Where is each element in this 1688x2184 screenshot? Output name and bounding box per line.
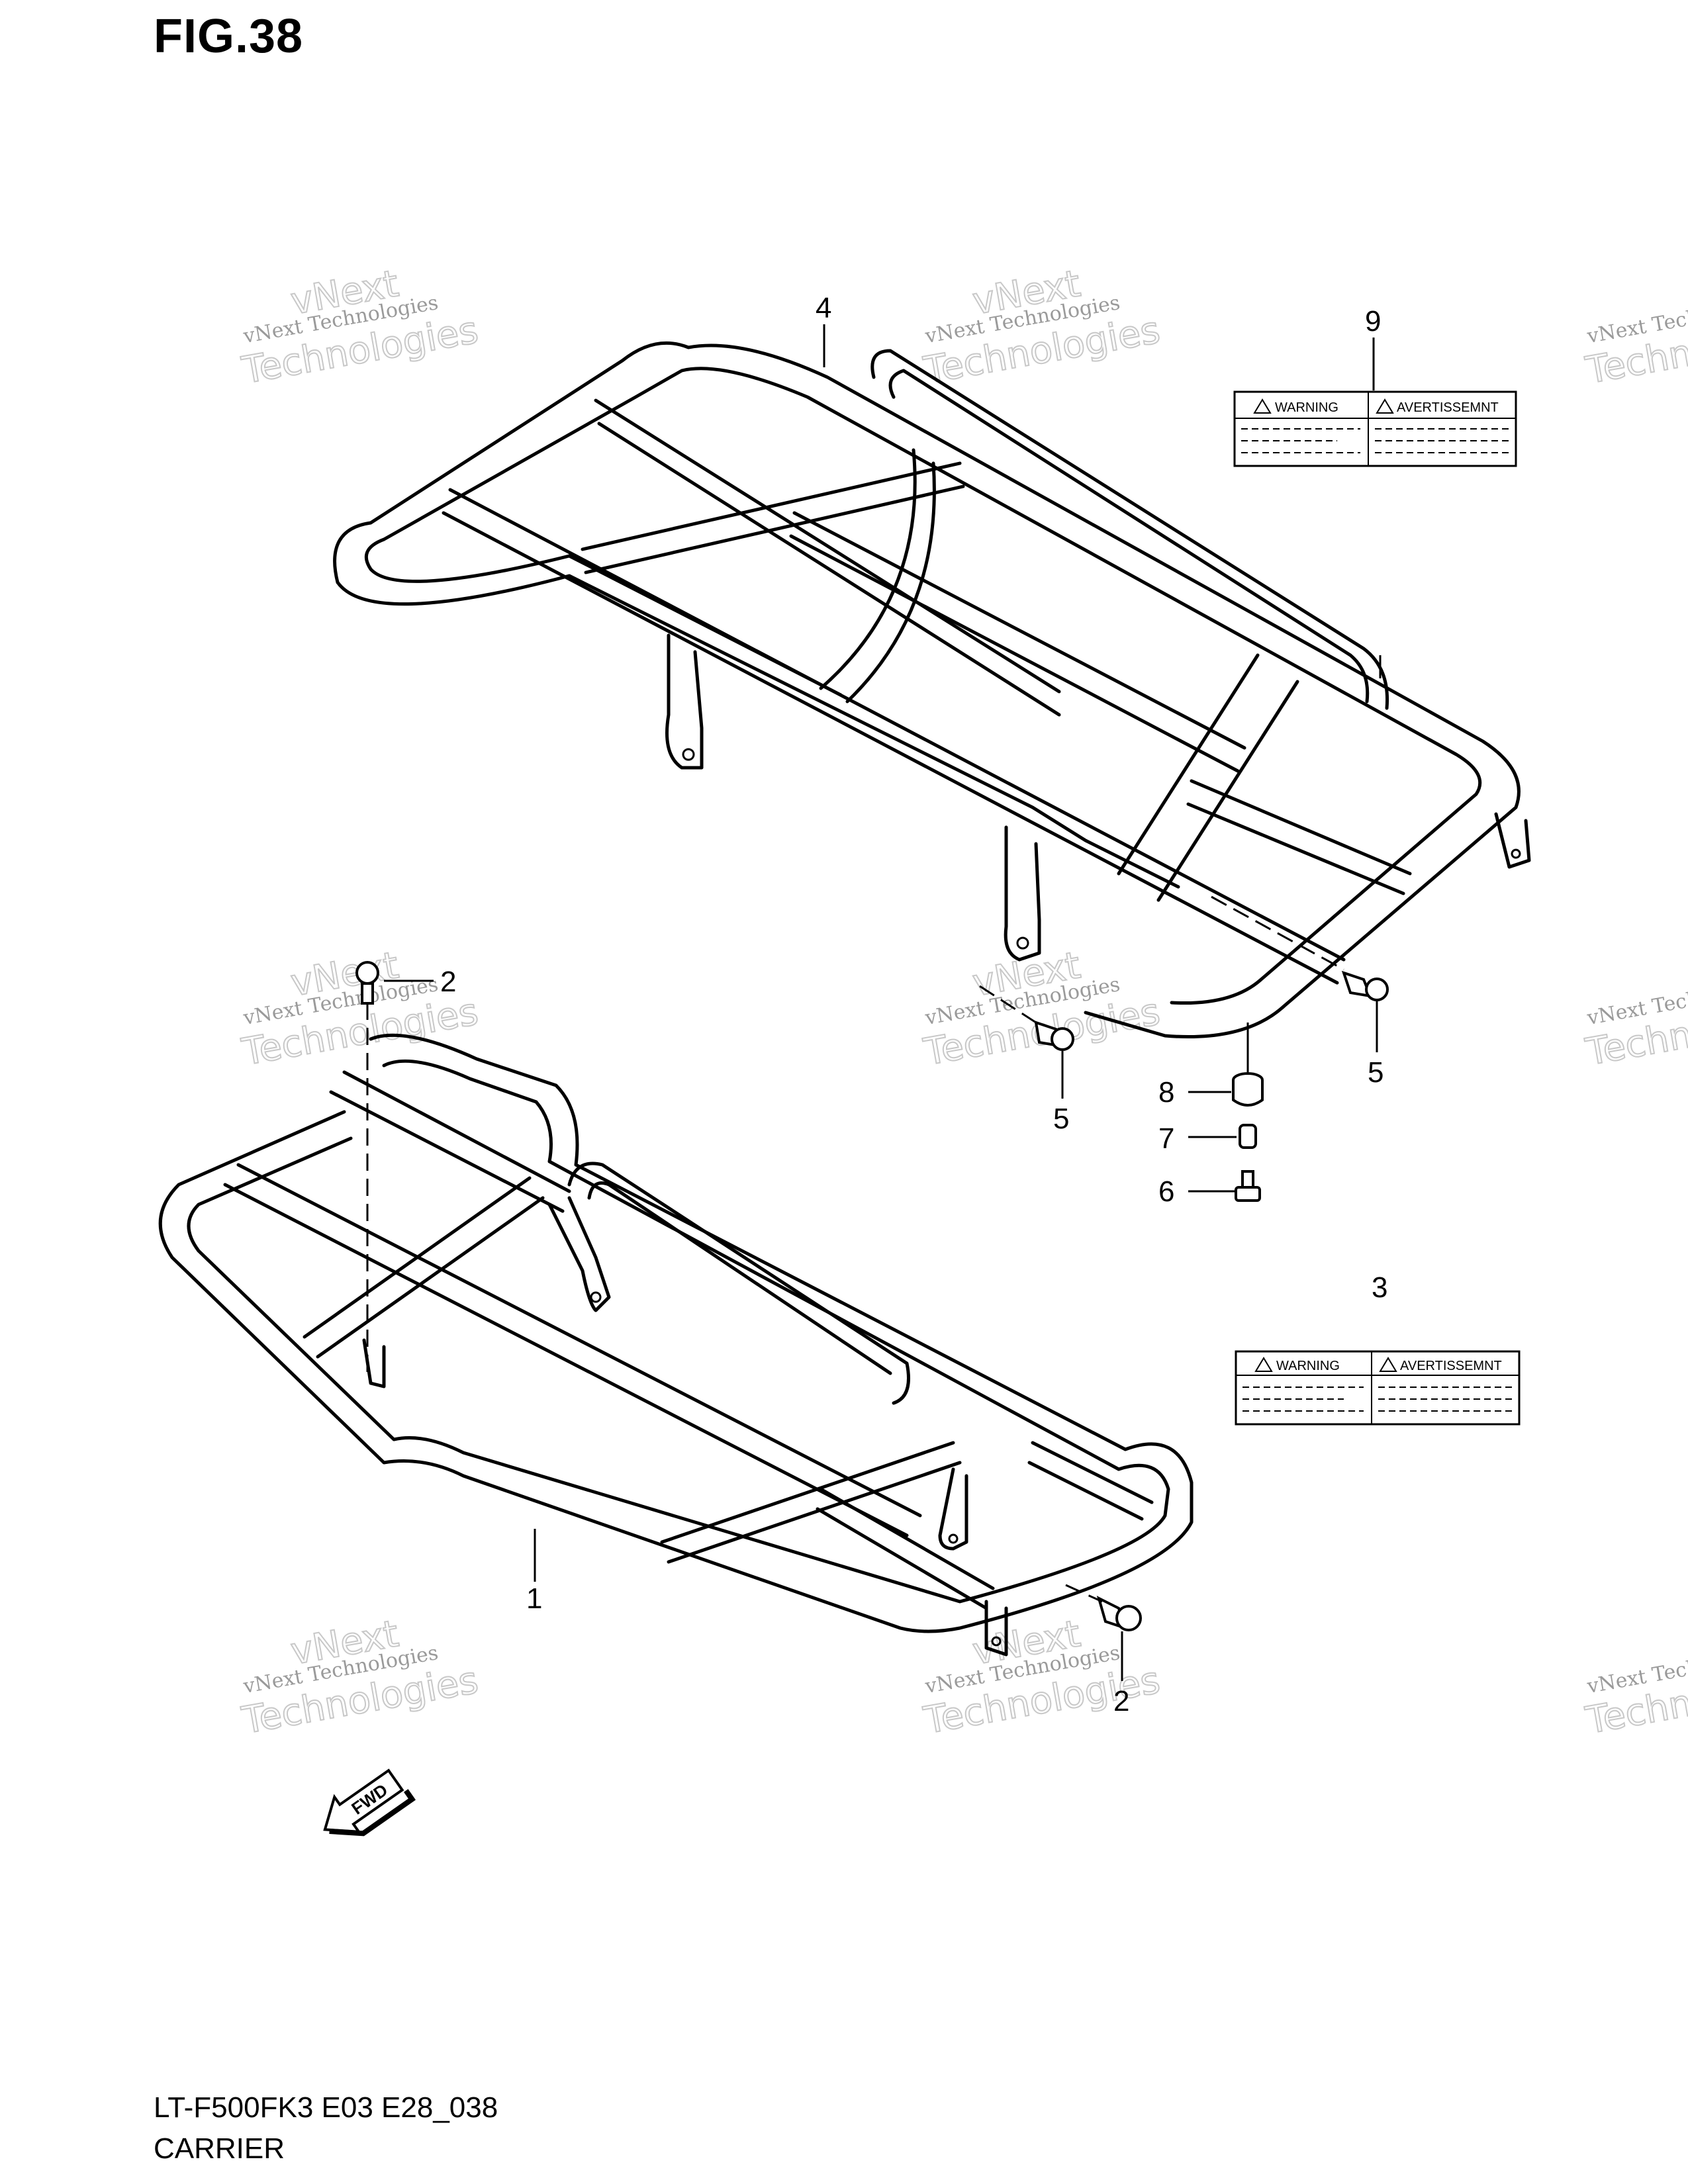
collar-part-7 — [1239, 1124, 1257, 1149]
front-carrier-crossbar — [1027, 1441, 1154, 1521]
rear-carrier-mount-bracket — [1004, 825, 1041, 962]
rear-carrier-crossbar — [789, 511, 1246, 773]
warning-label-part-9: WARNING AVERTISSEMNT — [1233, 390, 1517, 467]
front-carrier-mount-bracket — [547, 1196, 611, 1312]
figure-title: FIG.38 — [154, 10, 304, 63]
callouts: 4 9 3 2 5 5 8 7 6 1 2 — [440, 292, 1387, 1717]
front-carrier-mount-bracket — [984, 1600, 1008, 1657]
callout-2-lower: 2 — [1113, 1685, 1129, 1717]
watermark: Technologies vNext Technologies — [1582, 1641, 1688, 1743]
label-right-header: AVERTISSEMNT — [1400, 1359, 1502, 1373]
assembly-line — [979, 985, 1037, 1024]
front-carrier-crossbar — [223, 1163, 922, 1537]
front-carrier-inner-frame — [187, 1059, 1170, 1604]
front-carrier-side-rail — [567, 1161, 910, 1405]
label-border — [1235, 1350, 1521, 1426]
callout-2-upper: 2 — [440, 966, 456, 998]
bolt-part-2 — [1096, 1596, 1142, 1631]
rear-carrier-mount-bracket — [665, 633, 704, 770]
label-left-header: WARNING — [1275, 400, 1338, 415]
hardware — [355, 961, 1389, 1631]
watermark: Technologies vNext Technologies — [1582, 291, 1688, 393]
callout-9: 9 — [1365, 305, 1381, 338]
watermark: Technologies vNext Technologies vNext — [920, 261, 1164, 393]
grommet-body — [1232, 1080, 1264, 1107]
callout-3: 3 — [1372, 1271, 1387, 1304]
bolt-head — [1365, 978, 1389, 1001]
forward-arrow-icon: FWD — [323, 1768, 416, 1837]
callout-1: 1 — [526, 1582, 542, 1615]
front-carrier-side-rail-inner — [587, 1181, 892, 1375]
section-name: CARRIER — [154, 2132, 285, 2165]
bolt-part-5 — [1341, 970, 1389, 1001]
front-carrier-outer-frame — [158, 1033, 1194, 1633]
callout-5-right: 5 — [1368, 1056, 1383, 1089]
rear-carrier-crossbar — [594, 398, 1061, 717]
watermark: Technologies vNext Technologies — [1582, 973, 1688, 1075]
callout-4: 4 — [816, 292, 831, 324]
watermark: Technologies vNext Technologies vNext — [238, 1612, 483, 1743]
bracket-hole — [991, 1636, 1002, 1647]
collar-body — [1239, 1124, 1257, 1149]
front-carrier-crossbar — [816, 1487, 995, 1610]
assembly-line — [1211, 895, 1344, 971]
callout-6: 6 — [1158, 1175, 1174, 1208]
rear-carrier-side-rail-inner — [888, 369, 1370, 704]
rear-carrier-crossbar — [581, 461, 965, 574]
bolt-part-2 — [355, 961, 379, 1005]
rear-carrier-strut — [1117, 653, 1299, 902]
watermark: Technologies vNext Technologies vNext — [238, 943, 483, 1075]
bolt-head — [355, 961, 379, 985]
rear-carrier-outer-frame — [333, 341, 1521, 1039]
bolt-head — [1051, 1027, 1074, 1051]
front-carrier-crossbar — [660, 1441, 962, 1564]
assembly-line — [1065, 1584, 1103, 1603]
model-code: LT-F500FK3 E03 E28_038 — [154, 2091, 498, 2124]
bolt-part-5 — [1034, 1021, 1074, 1051]
front-carrier-mount-bracket — [938, 1467, 968, 1551]
bolt-head — [1235, 1186, 1261, 1202]
rear-carrier-crossbar — [1186, 779, 1412, 895]
warning-label-part-3: WARNING AVERTISSEMNT — [1235, 1350, 1521, 1426]
rear-carrier-crossbar — [442, 488, 1346, 985]
rear-carrier-strut — [819, 448, 936, 704]
front-carrier-part-1 — [158, 1033, 1194, 1657]
callout-8: 8 — [1158, 1076, 1174, 1109]
label-left-header: WARNING — [1276, 1359, 1340, 1373]
grommet-part-8 — [1232, 1072, 1264, 1107]
warning-triangle-icon — [1376, 398, 1394, 414]
label-text-lines — [1243, 1387, 1513, 1412]
rear-carrier-inner-frame — [364, 367, 1482, 1005]
bolt-part-6 — [1235, 1170, 1261, 1202]
callout-7: 7 — [1158, 1122, 1174, 1155]
leader-lines — [366, 324, 1382, 1681]
warning-triangle-icon — [1254, 1357, 1273, 1372]
rear-carrier-mount-bracket — [1494, 812, 1531, 869]
label-text-lines — [1241, 428, 1509, 453]
callout-5-left: 5 — [1053, 1103, 1069, 1135]
bracket-hole — [1511, 848, 1521, 859]
warning-triangle-icon — [1253, 398, 1272, 414]
bracket-hole — [1016, 936, 1029, 950]
watermark: Technologies vNext Technologies vNext — [238, 261, 483, 393]
bolt-shank — [361, 982, 374, 1005]
bracket-hole — [948, 1533, 959, 1544]
label-border — [1233, 390, 1517, 467]
label-right-header: AVERTISSEMNT — [1397, 400, 1499, 415]
warning-triangle-icon — [1379, 1357, 1397, 1372]
front-carrier-crossbar — [329, 1070, 571, 1213]
rear-carrier-part-4 — [333, 341, 1531, 1039]
bracket-hole — [590, 1291, 602, 1303]
bolt-shank — [1241, 1170, 1254, 1189]
bolt-head — [1115, 1605, 1142, 1631]
rear-carrier-side-rail — [870, 349, 1389, 710]
bracket-hole — [682, 748, 695, 761]
